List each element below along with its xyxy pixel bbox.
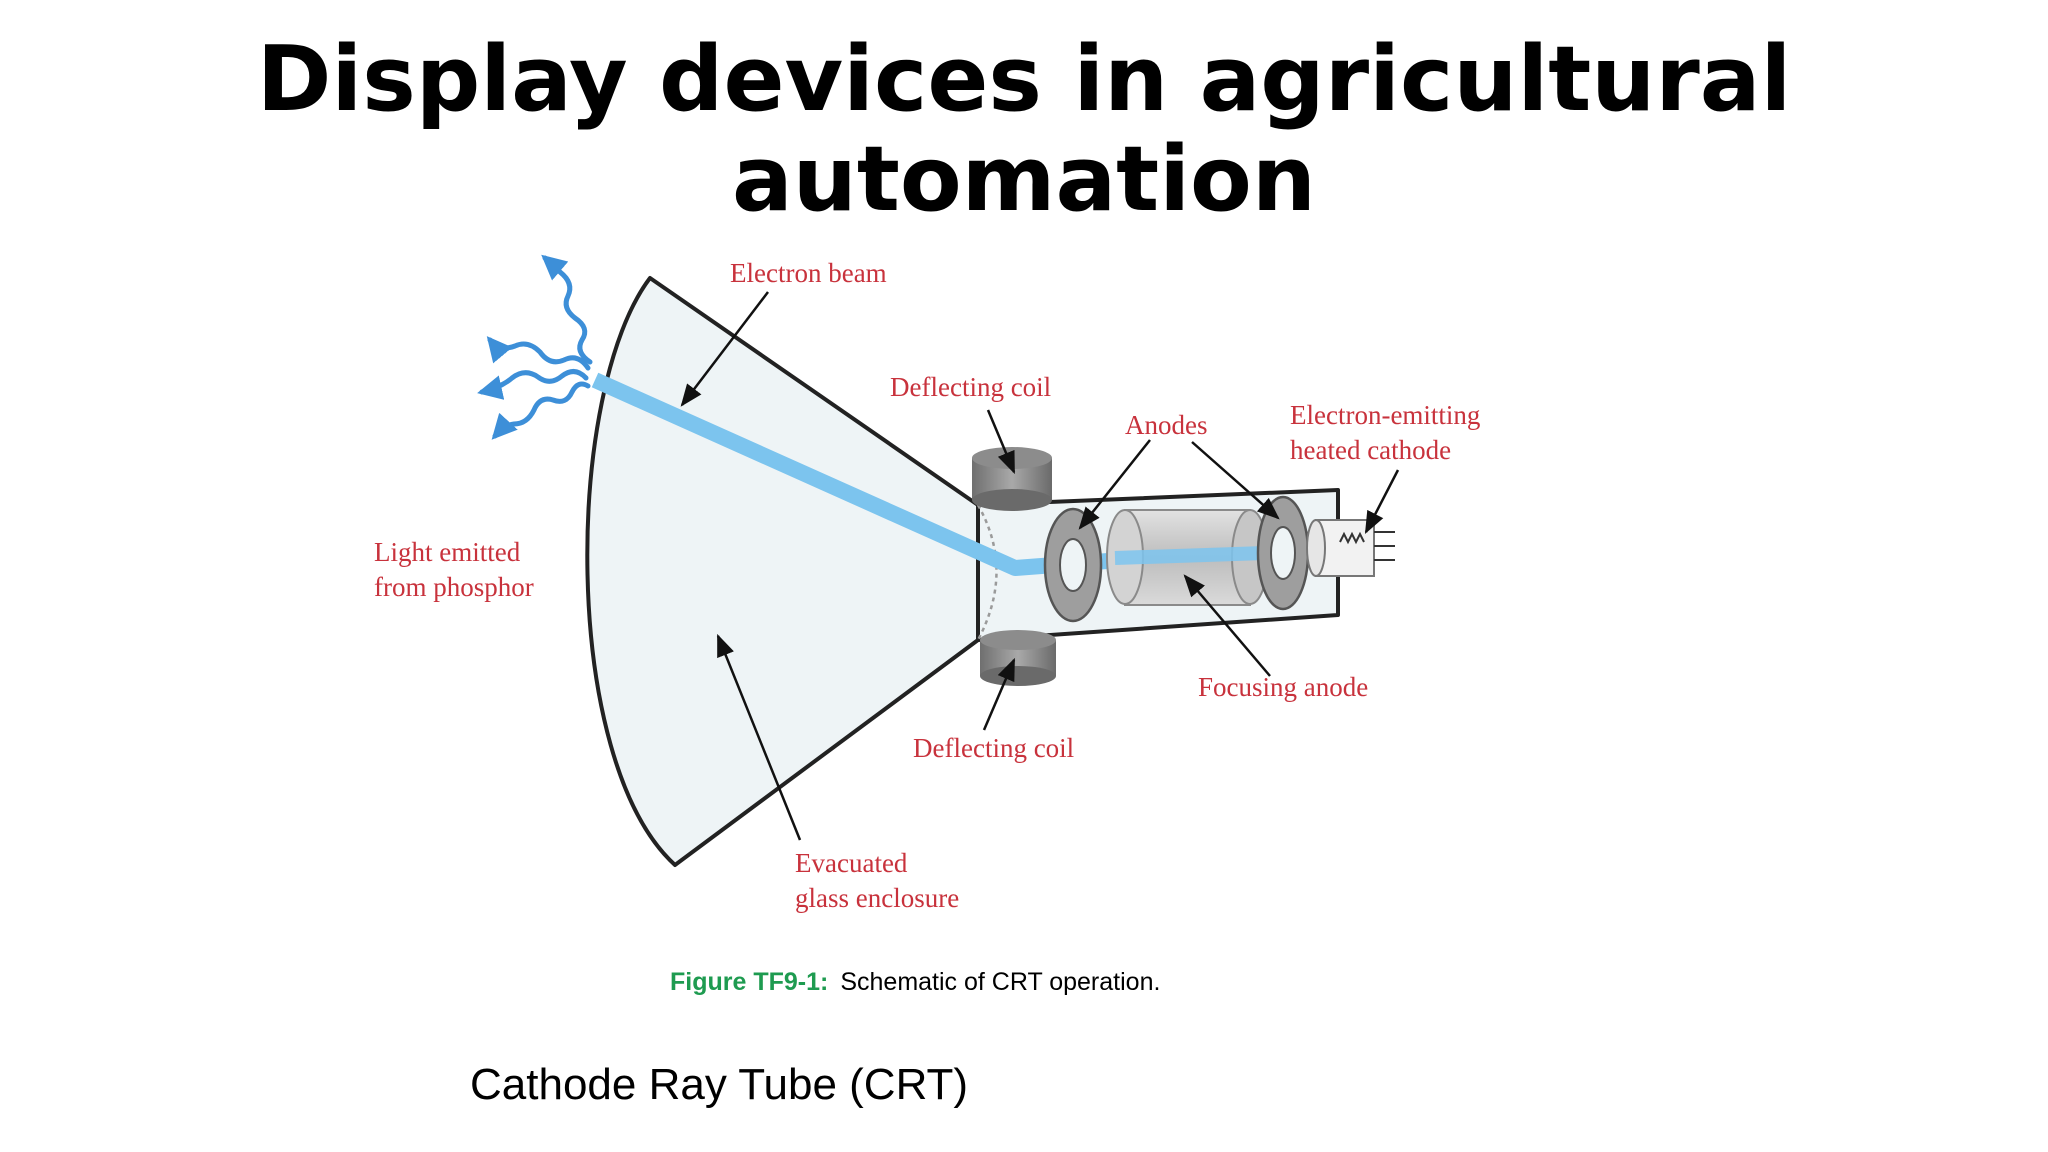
slide-title-line-2: automation bbox=[732, 127, 1316, 232]
heated-cathode bbox=[1306, 519, 1395, 577]
anode-ring-left bbox=[1043, 507, 1103, 623]
label-enclosure-line-1: Evacuated bbox=[795, 848, 908, 878]
label-focusing-anode: Focusing anode bbox=[1198, 672, 1368, 702]
beam-through-anode bbox=[1114, 546, 1266, 565]
label-electron-beam: Electron beam bbox=[730, 258, 887, 288]
figure-caption-label: Figure TF9-1: bbox=[670, 968, 828, 996]
neck-junction bbox=[976, 504, 998, 641]
slide-title: Display devices in agricultural automati… bbox=[0, 30, 2048, 230]
slide-subtitle: Cathode Ray Tube (CRT) bbox=[470, 1060, 969, 1109]
figure-caption: Figure TF9-1: Schematic of CRT operation… bbox=[670, 968, 1160, 996]
label-deflecting-coil-bottom: Deflecting coil bbox=[913, 733, 1074, 763]
glass-enclosure bbox=[585, 276, 980, 867]
deflecting-coil-bottom bbox=[980, 630, 1056, 686]
anode-ring-right bbox=[1256, 495, 1310, 611]
label-enclosure-line-2: glass enclosure bbox=[795, 883, 959, 913]
label-cathode-line-1: Electron-emitting bbox=[1290, 400, 1480, 430]
deflecting-coil-top bbox=[972, 447, 1052, 511]
slide-title-line-1: Display devices in agricultural bbox=[256, 27, 1792, 132]
light-emitted-arrows bbox=[477, 254, 593, 440]
label-light-line-1: Light emitted bbox=[374, 537, 521, 567]
label-deflecting-coil-top: Deflecting coil bbox=[890, 372, 1051, 402]
label-light-line-2: from phosphor bbox=[374, 572, 534, 602]
figure-caption-text: Schematic of CRT operation. bbox=[840, 968, 1160, 996]
label-cathode-line-2: heated cathode bbox=[1290, 435, 1451, 465]
label-anodes: Anodes bbox=[1125, 410, 1208, 440]
leader-arrows bbox=[680, 291, 1400, 841]
